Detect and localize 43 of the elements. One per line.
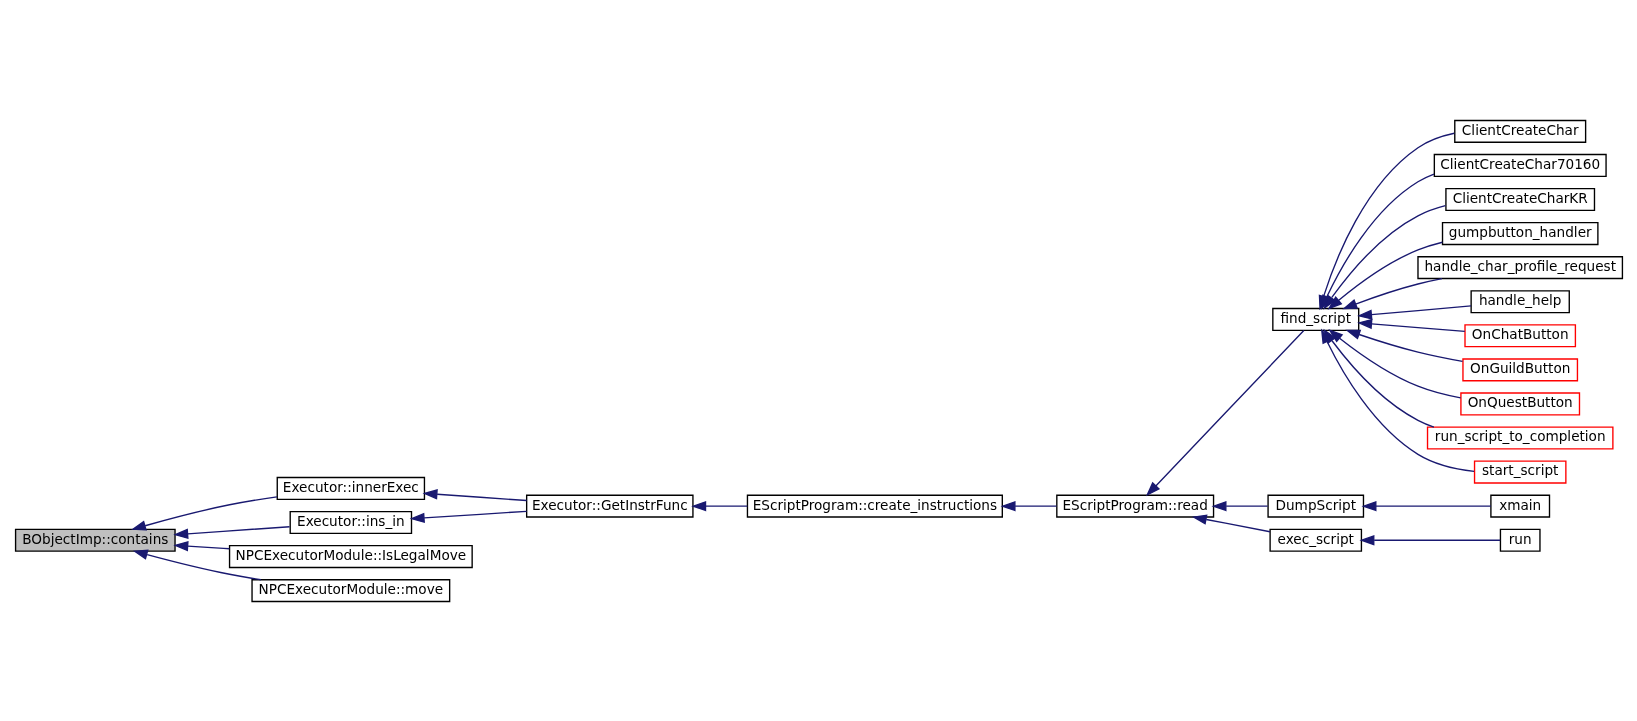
arrow	[1341, 277, 1443, 309]
node-box: EScriptProgram::read	[1055, 494, 1214, 518]
arrow	[1211, 500, 1268, 511]
node-box: BObjectImp::contains	[14, 528, 176, 552]
node-box: OnQuestButton	[1459, 391, 1580, 415]
arrow	[1191, 513, 1271, 532]
arrow	[172, 540, 230, 551]
arrow	[1344, 329, 1463, 362]
arrow	[1361, 500, 1491, 511]
node-box: gumpbutton_handler	[1441, 221, 1599, 245]
node-box: NPCExecutorModule::IsLegalMove	[228, 544, 473, 568]
arrow	[1145, 329, 1304, 496]
node-box: run_script_to_completion	[1426, 425, 1614, 450]
arrow	[690, 500, 748, 511]
node-box: find_script	[1271, 307, 1359, 331]
node-box: Executor::GetInstrFunc	[525, 494, 694, 518]
node-box: run	[1499, 528, 1541, 552]
arrow	[1358, 534, 1501, 545]
node-box: EScriptProgram::create_instructions	[746, 494, 1003, 518]
node-box: handle_help	[1469, 289, 1570, 313]
node-box: handle_char_profile_request	[1416, 255, 1623, 279]
arrow	[422, 488, 527, 501]
arrow	[130, 495, 278, 531]
arrow	[172, 525, 290, 539]
node-box: OnChatButton	[1463, 323, 1576, 347]
arrow	[1327, 328, 1461, 399]
arrow	[1356, 304, 1472, 320]
node-box: Executor::ins_in	[289, 510, 412, 534]
node-box: exec_script	[1268, 528, 1362, 552]
arrow	[132, 549, 262, 580]
node-box: DumpScript	[1266, 494, 1364, 518]
arrow	[1356, 318, 1465, 332]
arrow	[409, 510, 527, 523]
node-box: xmain	[1489, 494, 1550, 518]
node-box: Executor::innerExec	[276, 476, 425, 500]
node-box: start_script	[1473, 460, 1567, 484]
arrow	[1000, 500, 1057, 511]
node-box: OnGuildButton	[1461, 357, 1578, 381]
node-box: NPCExecutorModule::move	[250, 578, 450, 602]
node-box: ClientCreateChar70160	[1433, 153, 1607, 177]
node-box: ClientCreateChar	[1453, 119, 1586, 143]
node-box: ClientCreateCharKR	[1444, 187, 1595, 211]
arrow	[1327, 241, 1443, 310]
